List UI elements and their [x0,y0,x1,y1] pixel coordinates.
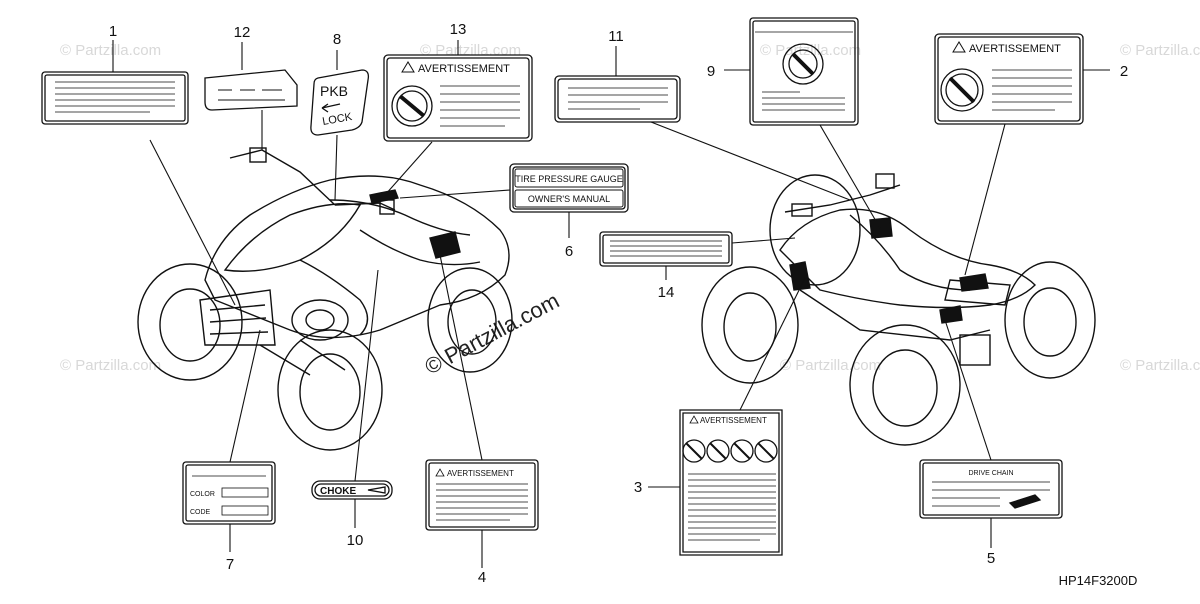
diagram-code: HP14F3200D [1059,573,1138,588]
watermark-text: © Partzilla.com [760,42,861,59]
callout-12: 12 [234,24,251,41]
callout-11: 11 [608,28,624,45]
callout-4: 4 [478,569,486,586]
leader-lines [112,40,1110,568]
callout-7: 7 [226,556,234,573]
watermark-text: © Partzilla.com [60,42,161,59]
label-5-icon: DRIVE CHAIN [919,459,1063,519]
label-5-heading: DRIVE CHAIN [968,470,1013,477]
watermark-text: © Partzilla.com [1120,42,1200,59]
label-6-tire-text: TIRE PRESSURE GAUGE [515,174,623,184]
atv-rear-view [701,173,1096,446]
callout-2: 2 [1120,63,1128,80]
label-12-icon [204,69,298,111]
label-8-pkb-text: PKB [320,83,348,99]
label-13-heading: AVERTISSEMENT [418,63,510,75]
label-14-icon [599,231,733,267]
label-4-icon: AVERTISSEMENT [425,459,539,531]
watermark-text: © Partzilla.com [780,357,881,374]
label-3-heading: AVERTISSEMENT [700,416,767,425]
label-3-icon: AVERTISSEMENT [679,409,783,556]
watermark-center: © Partzilla.com [421,288,564,380]
label-6-manual-text: OWNER'S MANUAL [528,194,610,204]
label-10-choke-text: CHOKE [320,486,356,497]
label-7-code-text: CODE [190,509,211,516]
label-10-icon: CHOKE [311,480,393,500]
label-7-icon: COLOR CODE [182,461,276,525]
watermark-text: © Partzilla.com [1120,357,1200,374]
callout-8: 8 [333,31,341,48]
callout-5: 5 [987,550,995,567]
label-9-icon [749,17,859,126]
label-8-icon: PKB LOCK [310,69,370,136]
label-6-icon: TIRE PRESSURE GAUGE OWNER'S MANUAL [509,163,629,213]
callout-10: 10 [347,532,364,549]
callout-3: 3 [634,479,642,496]
label-1-icon [41,71,189,125]
label-2-heading: AVERTISSEMENT [969,43,1061,55]
label-11-icon [554,75,681,123]
label-7-color-text: COLOR [190,491,215,498]
callout-1: 1 [109,23,117,40]
label-13-icon: AVERTISSEMENT [383,54,533,142]
callout-numbers: 1 2 3 4 5 6 7 8 9 10 11 12 13 14 [109,21,1128,586]
label-8-lock-text: LOCK [321,111,353,128]
watermark-layer: © Partzilla.com © Partzilla.com © Partzi… [60,42,1200,379]
watermark-text: © Partzilla.com [420,42,521,59]
callout-13: 13 [450,21,467,38]
callout-9: 9 [707,63,715,80]
callout-14: 14 [658,284,675,301]
watermark-text: © Partzilla.com [60,357,161,374]
atv-front-view [137,147,513,451]
callout-6: 6 [565,243,573,260]
label-4-heading: AVERTISSEMENT [447,469,514,478]
label-2-icon: AVERTISSEMENT [934,33,1084,125]
